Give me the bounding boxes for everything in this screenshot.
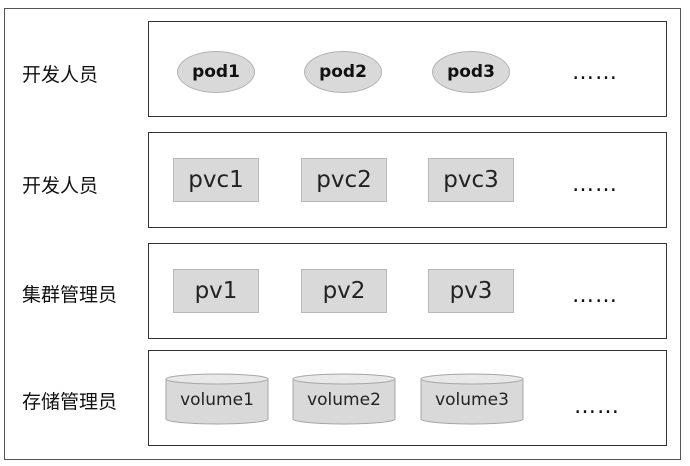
volume-cylinder: volume3 — [420, 373, 524, 425]
pv-box: pv3 — [428, 269, 514, 313]
pod-ellipse: pod1 — [177, 51, 255, 93]
volume-label: volume3 — [435, 390, 509, 410]
volume-layer-box: volume1 volume2 volume3 …… — [148, 350, 667, 446]
volume-label: volume1 — [180, 390, 254, 410]
more-ellipsis: …… — [572, 60, 618, 85]
row-label-developer-pvcs: 开发人员 — [22, 175, 99, 197]
pvc-box: pvc1 — [173, 158, 259, 202]
pod-layer-box: pod1 pod2 pod3 …… — [148, 21, 667, 117]
row-label-developer-pods: 开发人员 — [22, 64, 99, 86]
cylinder-shape — [292, 373, 396, 425]
pod-ellipse: pod2 — [304, 51, 382, 93]
more-ellipsis: …… — [572, 172, 618, 197]
pvc-box: pvc2 — [301, 158, 387, 202]
row-label-storage-admin: 存储管理员 — [22, 391, 118, 413]
row-label-cluster-admin: 集群管理员 — [22, 284, 118, 306]
more-ellipsis: …… — [572, 283, 618, 308]
volume-cylinder: volume1 — [165, 373, 269, 425]
pvc-box: pvc3 — [428, 158, 514, 202]
pv-layer-box: pv1 pv2 pv3 …… — [148, 243, 667, 339]
cylinder-shape — [165, 373, 269, 425]
pod-ellipse: pod3 — [432, 51, 510, 93]
pv-box: pv2 — [301, 269, 387, 313]
pvc-layer-box: pvc1 pvc2 pvc3 …… — [148, 132, 667, 228]
volume-label: volume2 — [307, 390, 381, 410]
more-ellipsis: …… — [574, 394, 620, 419]
volume-cylinder: volume2 — [292, 373, 396, 425]
cylinder-shape — [420, 373, 524, 425]
pv-box: pv1 — [173, 269, 259, 313]
